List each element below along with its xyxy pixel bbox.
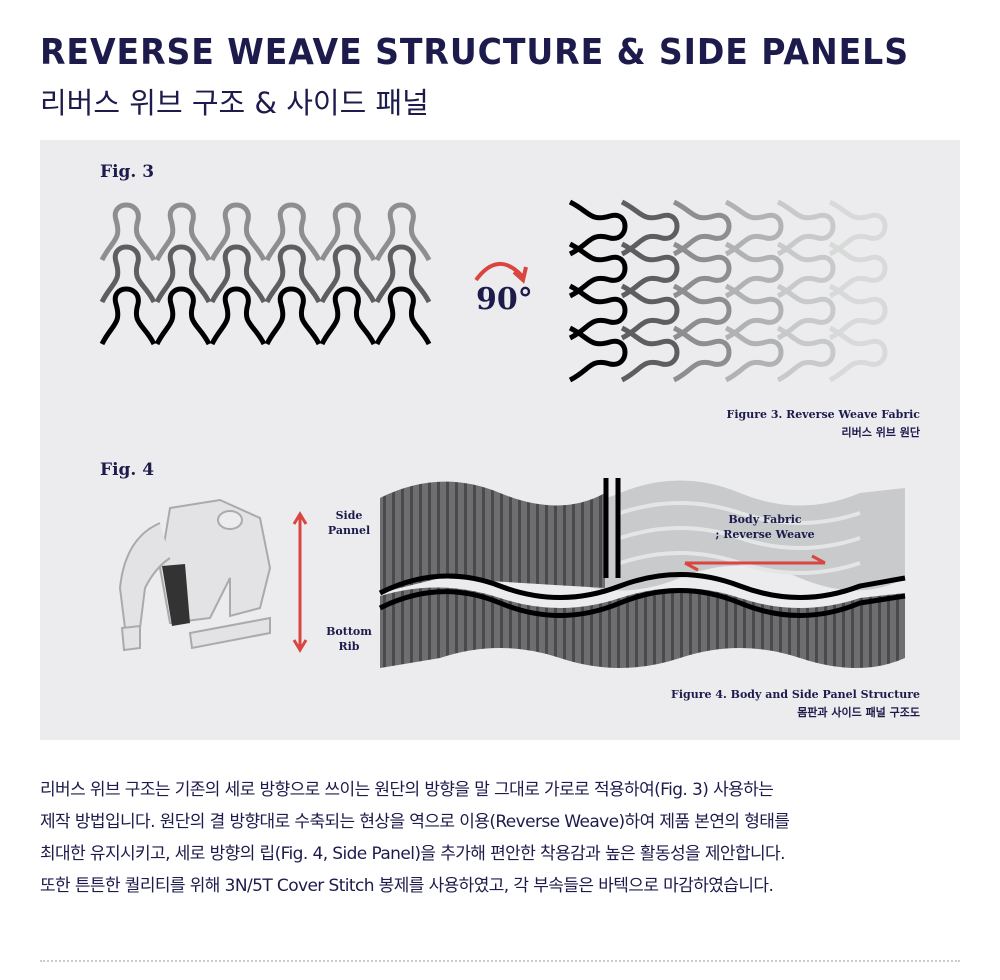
figure-panel: Fig. 3 90° Figure 3. Reverse Weave Fabri…: [40, 140, 960, 740]
rotation-label: 90°: [476, 282, 533, 317]
description-line: 제작 방법입니다. 원단의 결 방향대로 수축되는 현상을 역으로 이용(Rev…: [40, 812, 790, 832]
knit-loops-horizontal: [568, 199, 888, 383]
fabric-structure-diagram: [378, 478, 906, 668]
fig4-caption-en: Figure 4. Body and Side Panel Structure: [671, 688, 920, 701]
fig3-label: Fig. 3: [100, 162, 155, 182]
knit-loop-column: [724, 199, 784, 383]
knit-loop-column: [776, 199, 836, 383]
fig4-caption-ko: 몸판과 사이드 패널 구조도: [797, 706, 920, 719]
knit-loop-row: [99, 244, 432, 304]
page-title: REVERSE WEAVE STRUCTURE & SIDE PANELS: [40, 32, 909, 73]
body-fabric-label-1: Body Fabric: [728, 513, 802, 526]
description: 리버스 위브 구조는 기존의 세로 방향으로 쓰이는 원단의 방향을 말 그대로…: [40, 774, 790, 902]
page-subtitle: 리버스 위브 구조 & 사이드 패널: [40, 86, 429, 120]
description-line: 최대한 유지시키고, 세로 방향의 립(Fig. 4, Side Panel)을…: [40, 844, 785, 864]
knit-loop-column: [620, 199, 680, 383]
fig3-caption-ko: 리버스 위브 원단: [841, 426, 921, 439]
body-fabric-label-2: ; Reverse Weave: [715, 528, 815, 541]
side-panel-label: Side Pannel: [327, 509, 371, 537]
dotted-divider: [40, 960, 960, 962]
bottom-rib-label: Bottom Rib: [326, 625, 372, 653]
jacket-illustration: [118, 498, 272, 652]
knit-loops-vertical: [99, 202, 432, 346]
fig4-caption: Figure 4. Body and Side Panel Structure …: [671, 686, 920, 722]
knit-loop-row: [99, 202, 432, 262]
vertical-double-arrow-icon: [292, 511, 308, 653]
rotate-arrow-icon: [474, 262, 528, 284]
description-line: 리버스 위브 구조는 기존의 세로 방향으로 쓰이는 원단의 방향을 말 그대로…: [40, 780, 774, 800]
knit-loop-column: [568, 199, 628, 383]
fig3-caption: Figure 3. Reverse Weave Fabric 리버스 위브 원단: [727, 406, 920, 442]
knit-loop-column: [672, 199, 732, 383]
knit-loop-column: [828, 199, 888, 383]
knit-loop-row: [99, 286, 432, 346]
fig3-caption-en: Figure 3. Reverse Weave Fabric: [726, 408, 920, 421]
fig4-label: Fig. 4: [100, 460, 155, 480]
body-fabric-label: Body Fabric ; Reverse Weave: [700, 512, 830, 542]
description-line: 또한 튼튼한 퀄리티를 위해 3N/5T Cover Stitch 봉제를 사용…: [40, 876, 774, 896]
